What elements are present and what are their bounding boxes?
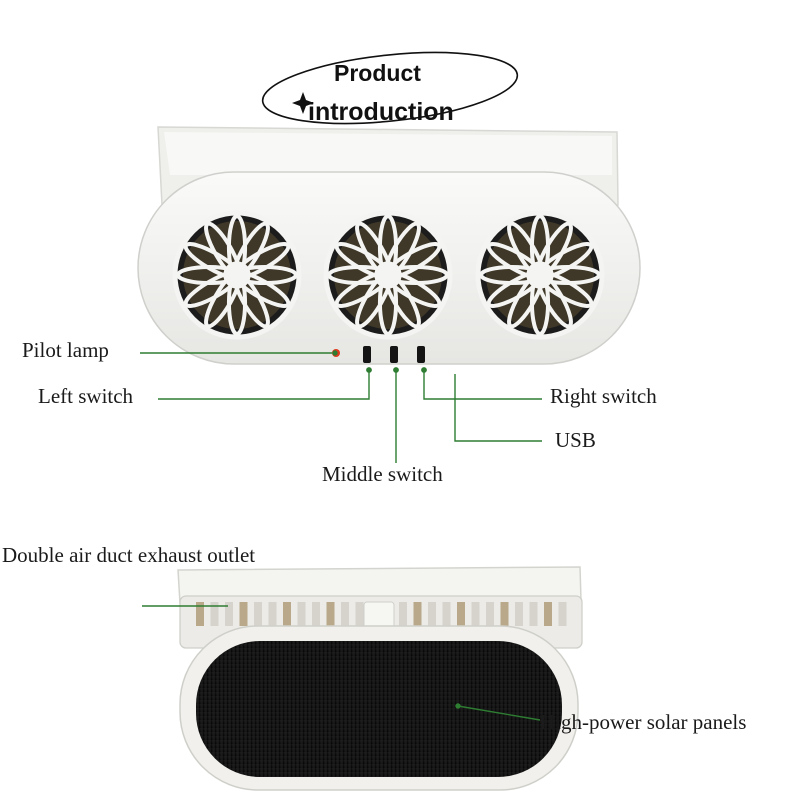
- title-ellipse: [261, 51, 519, 125]
- middle-switch-control: [390, 346, 398, 363]
- solar-panel-surface: [196, 641, 562, 777]
- solar-panels-label: High-power solar panels: [540, 710, 747, 734]
- fan-middle: [323, 210, 453, 340]
- top-device: [137, 126, 641, 365]
- right-switch-control: [417, 346, 425, 363]
- usb-label: USB: [555, 428, 596, 452]
- fan-left: [172, 210, 302, 340]
- left-switch-control: [363, 346, 371, 363]
- sparkle-icon: [292, 92, 314, 114]
- bottom-callout-lines: [142, 605, 541, 721]
- pilot-lamp-label: Pilot lamp: [22, 338, 109, 362]
- middle-switch-label: Middle switch: [322, 462, 443, 486]
- title-line-1: Product: [334, 60, 421, 86]
- bottom-device: [177, 566, 583, 791]
- fan-right: [475, 210, 605, 340]
- top-callout-lines: [140, 350, 542, 463]
- exhaust-vents: [196, 602, 567, 626]
- left-switch-label: Left switch: [38, 384, 134, 408]
- title-line-2: introduction: [308, 98, 454, 126]
- right-switch-label: Right switch: [550, 384, 657, 408]
- exhaust-outlet-label: Double air duct exhaust outlet: [2, 543, 256, 567]
